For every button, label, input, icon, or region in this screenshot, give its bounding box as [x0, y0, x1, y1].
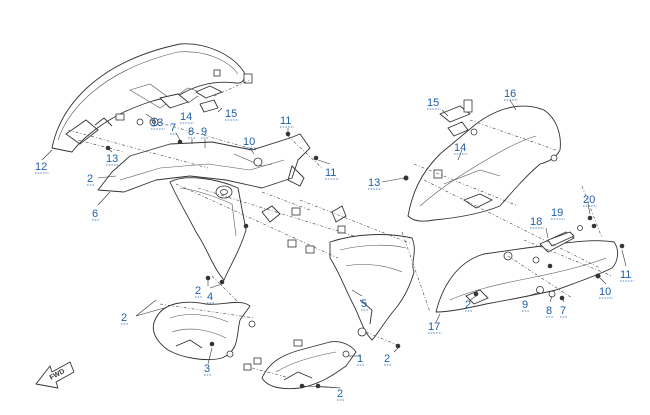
- callout-14: 14: [180, 111, 194, 124]
- svg-text:14: 14: [454, 142, 466, 154]
- svg-text:2: 2: [337, 388, 343, 400]
- callout-12: 12: [35, 161, 49, 174]
- callout-1: 1: [357, 353, 364, 366]
- callout-13: 13: [106, 153, 120, 166]
- svg-text:9: 9: [201, 126, 207, 138]
- callout-7: 7: [560, 305, 567, 318]
- svg-text:15: 15: [427, 97, 439, 109]
- callout-13: 13: [151, 117, 165, 130]
- svg-text:2: 2: [465, 299, 471, 311]
- svg-text:9: 9: [522, 299, 528, 311]
- svg-text:16: 16: [504, 88, 516, 100]
- part-5-center-panel: [329, 205, 415, 349]
- svg-text:5: 5: [361, 298, 367, 310]
- callout-17: 17: [428, 321, 442, 334]
- svg-text:20: 20: [583, 194, 595, 206]
- svg-text:13: 13: [151, 117, 163, 129]
- svg-text:18: 18: [530, 216, 542, 228]
- svg-text:7: 7: [170, 122, 176, 134]
- callout-19: 19: [551, 207, 565, 220]
- svg-text:6: 6: [92, 208, 98, 220]
- callout-13: 13: [368, 177, 382, 190]
- svg-text:2: 2: [195, 285, 201, 297]
- callout-8: 8: [546, 305, 553, 318]
- callout-2: 2: [121, 312, 128, 325]
- svg-text:13: 13: [368, 177, 380, 189]
- callout-2: 2: [337, 388, 344, 401]
- callout-11: 11: [280, 115, 294, 128]
- callout-11: 11: [620, 269, 634, 282]
- svg-text:15: 15: [225, 108, 237, 120]
- part-14-15-bracket-upper: [159, 69, 253, 113]
- callout-16: 16: [504, 88, 518, 101]
- svg-text:3: 3: [204, 363, 210, 375]
- callout-9: 9: [522, 299, 529, 312]
- callout-6: 6: [92, 208, 99, 221]
- callout-14: 14: [454, 142, 468, 155]
- callout-15: 15: [427, 97, 441, 110]
- svg-text:13: 13: [106, 153, 118, 165]
- callout-2: 2: [384, 353, 391, 366]
- svg-text:17: 17: [428, 321, 440, 333]
- part-16-right-upper-panel: [403, 99, 561, 222]
- callout-18: 18: [530, 216, 544, 229]
- part-3-lower-cowl: [152, 301, 256, 361]
- part-6-side-panel: [97, 133, 311, 193]
- part-12-front-upper-shell: [51, 43, 246, 153]
- svg-text:11: 11: [325, 167, 336, 179]
- svg-text:11: 11: [620, 269, 631, 281]
- callout-5: 5: [361, 298, 368, 311]
- part-1-bottom-skid: [243, 339, 357, 390]
- svg-text:8: 8: [546, 305, 552, 317]
- leader-lines: [41, 95, 627, 389]
- callout-9: 9: [201, 126, 208, 139]
- svg-text:10: 10: [599, 286, 611, 298]
- svg-text:11: 11: [280, 115, 291, 127]
- svg-text:2: 2: [384, 353, 390, 365]
- part-17-right-lower-panel: [435, 240, 619, 313]
- callout-7: 7: [170, 122, 177, 135]
- callout-10: 10: [243, 136, 257, 149]
- callout-4: 4: [207, 291, 214, 304]
- callout-20: 20: [583, 194, 597, 207]
- callout-2: 2: [87, 173, 94, 186]
- center-mid-frame: [169, 177, 315, 285]
- svg-text:10: 10: [243, 136, 255, 148]
- callout-11: 11: [325, 167, 339, 180]
- callout-2: 2: [465, 299, 472, 312]
- part-18-19-20-bracket-assembly: [536, 215, 625, 301]
- svg-text:12: 12: [35, 161, 47, 173]
- callout-3: 3: [204, 363, 211, 376]
- callout-10: 10: [599, 286, 613, 299]
- svg-text:7: 7: [560, 305, 566, 317]
- svg-text:2: 2: [87, 173, 93, 185]
- callout-8: 8: [188, 126, 195, 139]
- forward-arrow-icon: FWD: [35, 361, 75, 389]
- callout-2: 2: [195, 285, 202, 298]
- assembly-dash-lines: [67, 79, 613, 379]
- svg-text:19: 19: [551, 207, 563, 219]
- svg-text:4: 4: [207, 291, 213, 303]
- svg-text:8: 8: [188, 126, 194, 138]
- callout-labels: 12 13 14 15 7 8 9 13 2 6 11 10 11 15 16 …: [35, 88, 634, 401]
- svg-text:1: 1: [357, 353, 363, 365]
- callout-15: 15: [225, 108, 239, 121]
- svg-text:2: 2: [121, 312, 127, 324]
- svg-text:14: 14: [180, 111, 192, 123]
